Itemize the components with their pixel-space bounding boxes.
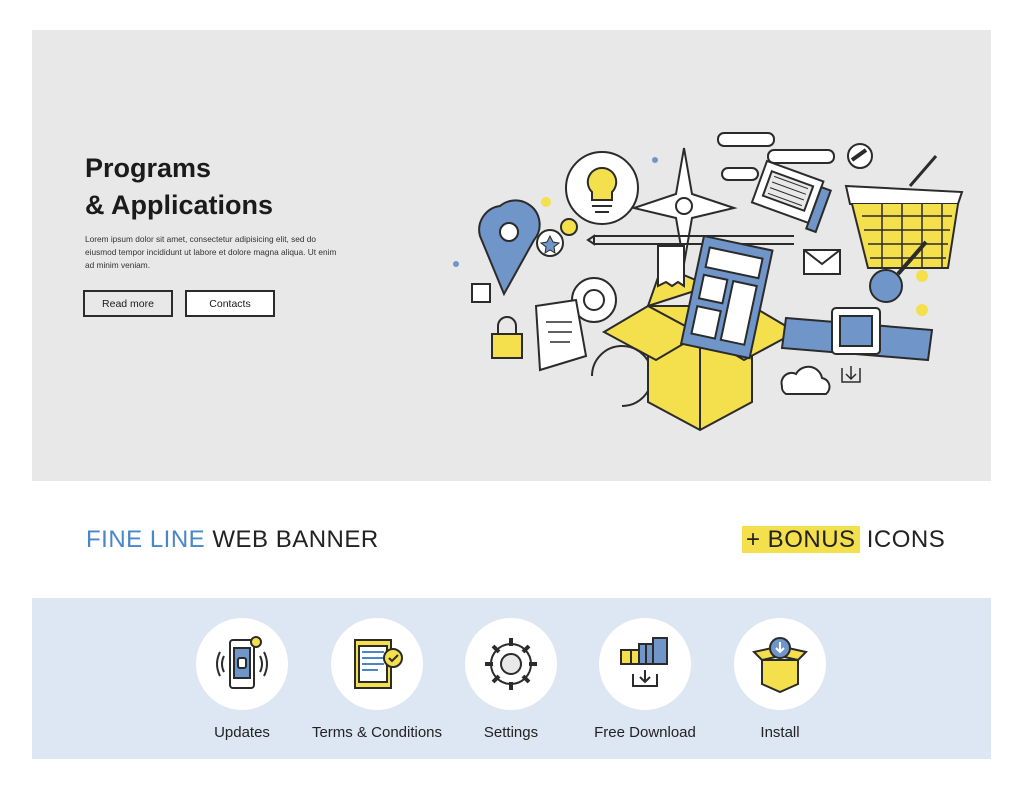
- tagline-highlight: FINE LINE: [86, 526, 206, 553]
- hero-title-line2: & Applications: [85, 190, 274, 220]
- feature-install-circle: [734, 618, 826, 710]
- read-more-button[interactable]: Read more: [83, 290, 173, 317]
- feature-terms-circle: [331, 618, 423, 710]
- tagline-rest: WEB BANNER: [212, 526, 379, 553]
- bonus-badge: + BONUS: [742, 526, 860, 553]
- apps-illustration: [453, 132, 964, 432]
- feature-updates-circle: [196, 618, 288, 710]
- feature-updates-label: Updates: [214, 724, 270, 741]
- hero-title-line1: Programs: [85, 153, 212, 183]
- feature-install-label: Install: [760, 724, 800, 741]
- feature-free-download-circle: [599, 618, 691, 710]
- box-install-icon: [752, 637, 808, 694]
- feature-settings-circle: [465, 618, 557, 710]
- contacts-button[interactable]: Contacts: [185, 290, 275, 317]
- hero-title: Programs & Applications: [85, 150, 273, 224]
- feature-settings-label: Settings: [483, 724, 539, 741]
- gear-icon: [485, 638, 537, 690]
- feature-free-download[interactable]: Free Download: [570, 618, 720, 741]
- feature-terms-label: Terms & Conditions: [311, 724, 443, 741]
- feature-updates[interactable]: Updates: [167, 618, 317, 741]
- feature-strip: Updates Terms & Conditions Settings: [32, 598, 991, 759]
- feature-settings[interactable]: Settings: [436, 618, 586, 741]
- hero-banner: Programs & Applications Lorem ipsum dolo…: [32, 30, 991, 481]
- bonus-icons-tagline: + BONUS ICONS: [742, 525, 945, 555]
- document-check-icon: [354, 639, 403, 689]
- feature-install[interactable]: Install: [705, 618, 855, 741]
- feature-terms[interactable]: Terms & Conditions: [302, 618, 452, 741]
- feature-free-download-label: Free Download: [594, 724, 696, 741]
- fine-line-tagline: FINE LINE WEB BANNER: [86, 525, 379, 555]
- bonus-icons-label: ICONS: [866, 526, 946, 553]
- hero-description: Lorem ipsum dolor sit amet, consectetur …: [85, 234, 337, 270]
- gifts-download-icon: [620, 637, 668, 687]
- smartphone-icon: [216, 636, 268, 689]
